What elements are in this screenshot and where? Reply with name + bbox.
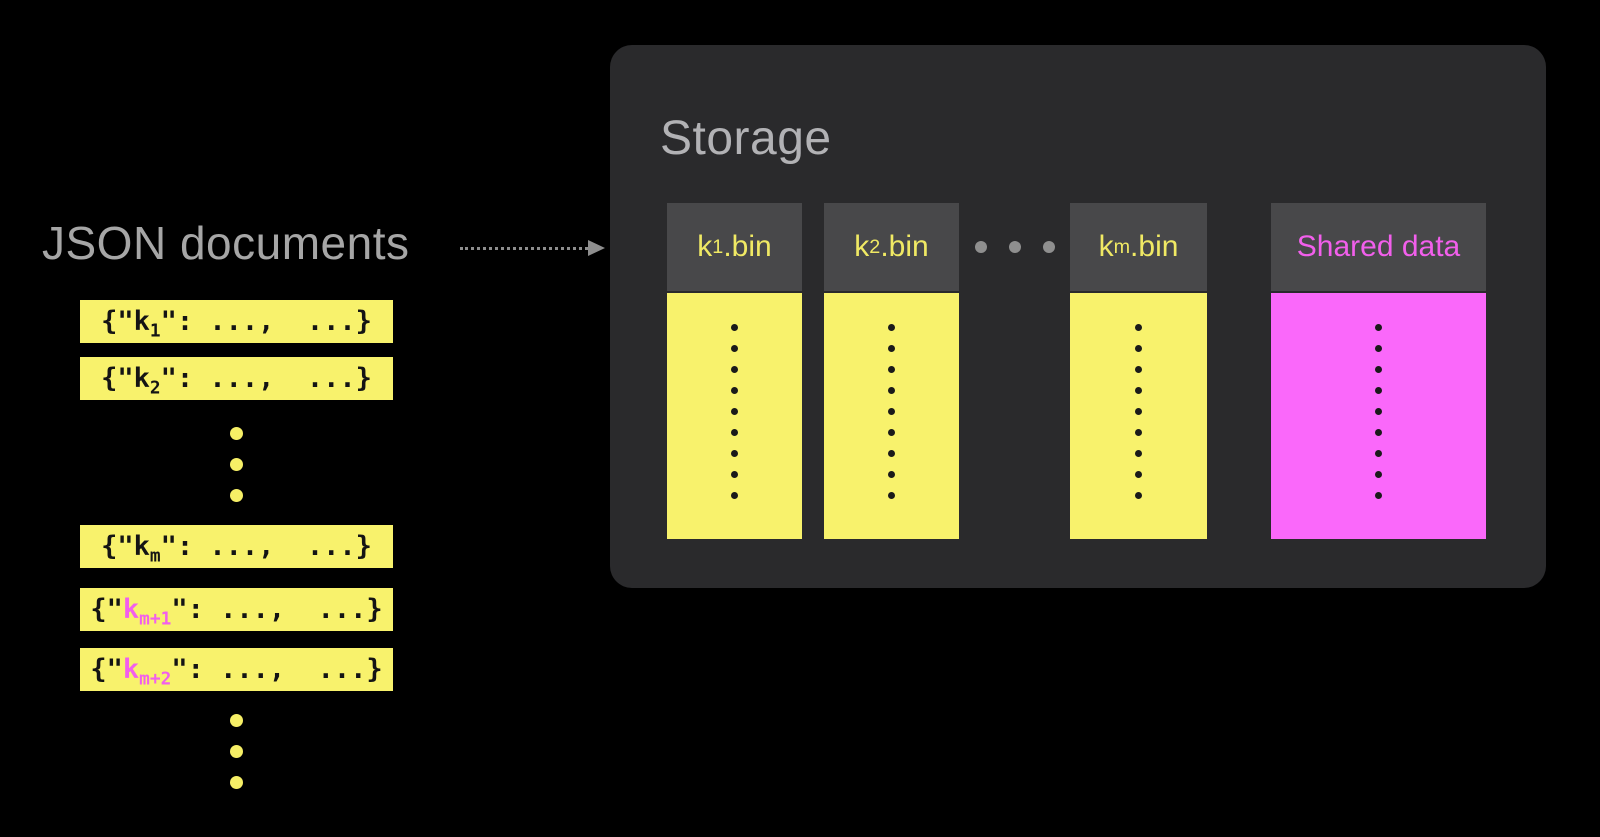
ellipsis-dot — [888, 345, 895, 352]
ellipsis-dot — [1135, 345, 1142, 352]
columns-ellipsis-dots — [975, 241, 1055, 253]
ellipsis-dot — [1375, 429, 1382, 436]
ellipsis-dot — [888, 450, 895, 457]
storage-column-shared-data: Shared data — [1271, 203, 1486, 539]
document-key-subscript: m+2 — [139, 668, 172, 690]
ellipsis-dot — [731, 366, 738, 373]
ellipsis-dot — [230, 714, 243, 727]
document-key: k — [133, 531, 150, 562]
storage-title: Storage — [660, 112, 832, 165]
document-text: {"k1": ..., ...} — [101, 306, 372, 342]
document-text: {"km": ..., ...} — [101, 531, 372, 567]
ellipsis-dot — [888, 387, 895, 394]
ellipsis-dot — [975, 241, 987, 253]
document-text: {"km+1": ..., ...} — [90, 594, 383, 630]
ellipsis-dot — [1135, 450, 1142, 457]
ellipsis-dot — [731, 492, 738, 499]
document-text: {"k2": ..., ...} — [101, 363, 372, 399]
document-bar-k2: {"k2": ..., ...} — [80, 357, 393, 400]
ellipsis-dot — [731, 450, 738, 457]
ellipsis-dot — [230, 745, 243, 758]
ellipsis-dot — [1135, 429, 1142, 436]
ellipsis-dot — [888, 366, 895, 373]
ellipsis-dot — [1135, 387, 1142, 394]
document-key: k — [133, 363, 150, 394]
bin-file-body — [824, 293, 959, 539]
json-documents-label: JSON documents — [42, 217, 410, 269]
bin-file-body — [667, 293, 802, 539]
shared-data-body — [1271, 293, 1486, 539]
document-key-subscript: m+1 — [139, 608, 172, 630]
ellipsis-dot — [888, 471, 895, 478]
document-key-highlighted: k — [122, 654, 140, 685]
ellipsis-dot — [731, 345, 738, 352]
ellipsis-dot — [1135, 324, 1142, 331]
ellipsis-dot — [888, 324, 895, 331]
ellipsis-dot — [731, 324, 738, 331]
ellipsis-dot — [1375, 450, 1382, 457]
ellipsis-dot — [230, 458, 243, 471]
ellipsis-dot — [1135, 408, 1142, 415]
ellipsis-dot — [731, 429, 738, 436]
ellipsis-dot — [1375, 408, 1382, 415]
ellipsis-dot — [1375, 324, 1382, 331]
document-key-subscript: 1 — [149, 320, 161, 342]
ellipsis-dot — [230, 489, 243, 502]
ellipsis-dot — [1375, 492, 1382, 499]
documents-ellipsis-dots — [80, 427, 393, 502]
ellipsis-dot — [731, 387, 738, 394]
ellipsis-dot — [230, 427, 243, 440]
ellipsis-dot — [1135, 492, 1142, 499]
ellipsis-dot — [1135, 366, 1142, 373]
ellipsis-dot — [1009, 241, 1021, 253]
documents-ellipsis-dots-bottom — [80, 714, 393, 789]
ellipsis-dot — [1375, 387, 1382, 394]
ellipsis-dot — [230, 776, 243, 789]
ellipsis-dot — [888, 492, 895, 499]
document-key-subscript: m — [149, 545, 161, 567]
document-bar-k1: {"k1": ..., ...} — [80, 300, 393, 343]
ellipsis-dot — [731, 471, 738, 478]
document-bar-km1: {"km+1": ..., ...} — [80, 588, 393, 631]
bin-file-body — [1070, 293, 1207, 539]
document-key: k — [133, 306, 150, 337]
ellipsis-dot — [888, 429, 895, 436]
shared-data-header: Shared data — [1271, 203, 1486, 291]
document-bar-km: {"km": ..., ...} — [80, 525, 393, 568]
document-key-subscript: 2 — [149, 377, 161, 399]
ellipsis-dot — [1135, 471, 1142, 478]
document-bar-km2: {"km+2": ..., ...} — [80, 648, 393, 691]
arrow-head-icon — [588, 240, 605, 256]
ellipsis-dot — [1043, 241, 1055, 253]
ellipsis-dot — [1375, 366, 1382, 373]
ellipsis-dot — [1375, 471, 1382, 478]
document-key-highlighted: k — [122, 594, 140, 625]
ellipsis-dot — [1375, 345, 1382, 352]
ellipsis-dot — [731, 408, 738, 415]
ellipsis-dot — [888, 408, 895, 415]
document-text: {"km+2": ..., ...} — [90, 654, 383, 690]
arrow-dotted-line — [460, 247, 588, 250]
